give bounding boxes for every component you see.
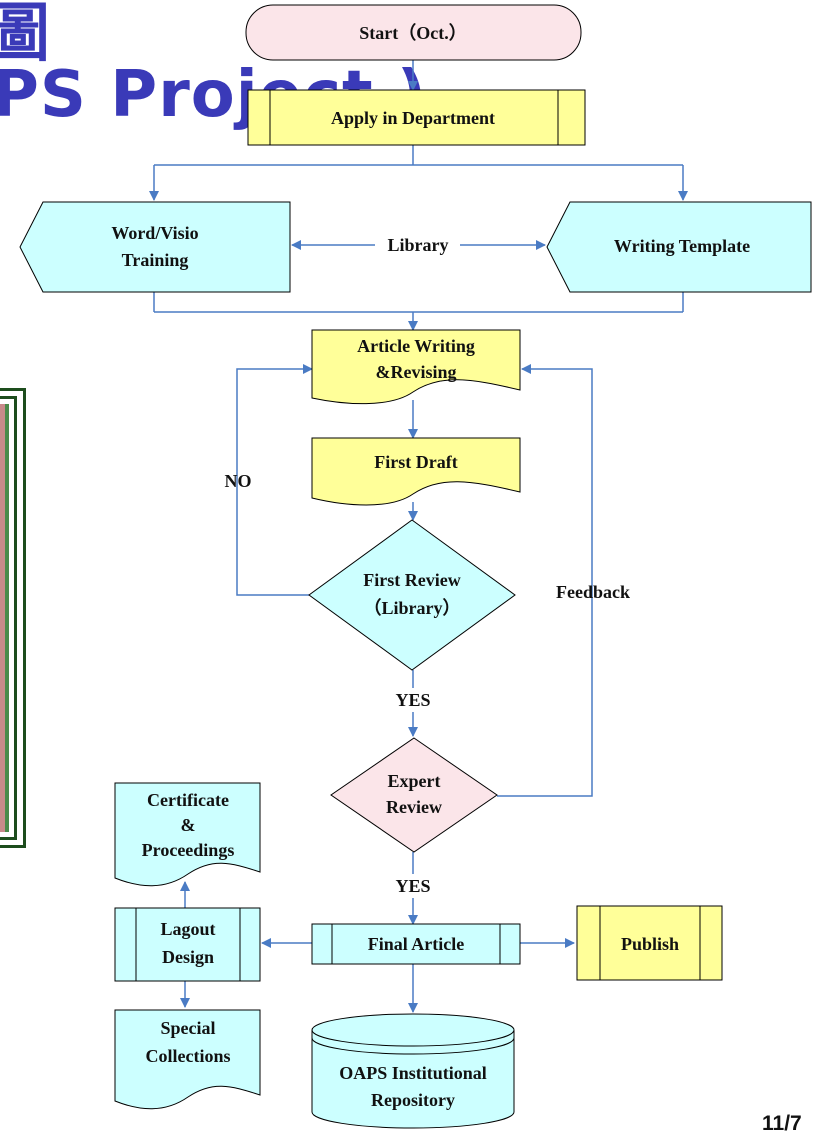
publish-label: Publish [621, 934, 679, 954]
apply-node: Apply in Department [247, 89, 586, 146]
feedback-label: Feedback [556, 582, 630, 602]
writing-node: Article Writing &Revising [311, 329, 521, 405]
final-label: Final Article [368, 934, 464, 954]
apply-label: Apply in Department [331, 108, 495, 128]
publish-node: Publish [576, 905, 723, 981]
special-node: Special Collections [114, 1009, 261, 1110]
repository-node: OAPS Institutional Repository [311, 1013, 515, 1129]
draft-label: First Draft [374, 452, 457, 472]
library-label: Library [388, 235, 449, 255]
special-label-line2: Collections [146, 1046, 231, 1066]
expert-label-line1: Expert [388, 771, 441, 791]
connectors [149, 60, 688, 1013]
decorative-frame-fill [0, 404, 9, 832]
connector-feedback-loop [497, 364, 593, 797]
writing-label-line1: Article Writing [357, 336, 475, 356]
certificate-label-line3: Proceedings [142, 840, 235, 860]
template-label: Writing Template [614, 236, 750, 256]
slide-title-char: 圖 [0, 0, 50, 71]
layout-label-line1: Lagout [160, 919, 215, 939]
expert-decision-node: Expert Review [330, 737, 498, 853]
special-label-line1: Special [160, 1018, 215, 1038]
review-label-line1: First Review [363, 570, 460, 590]
draft-node: First Draft [311, 437, 521, 506]
connector-no-loop [236, 364, 313, 596]
no-label: NO [225, 471, 252, 491]
start-label: Start（Oct.） [359, 23, 466, 43]
template-node: Writing Template [546, 201, 812, 293]
writing-label-line2: &Revising [376, 362, 457, 382]
expert-label-line2: Review [386, 797, 442, 817]
final-node: Final Article [311, 923, 521, 965]
repository-label-line2: Repository [371, 1090, 455, 1110]
training-node: Word/Visio Training [19, 201, 291, 293]
layout-node: Lagout Design [114, 907, 261, 982]
yes-label-review: YES [395, 690, 430, 710]
layout-label-line2: Design [162, 947, 214, 967]
training-label-line1: Word/Visio [111, 223, 198, 243]
review-decision-node: First Review （Library） [308, 519, 516, 671]
page-number: 11/7 [762, 1112, 802, 1135]
training-label-line2: Training [122, 250, 189, 270]
start-node: Start（Oct.） [245, 4, 582, 61]
certificate-label-line2: & [181, 815, 196, 835]
certificate-node: Certificate & Proceedings [114, 782, 261, 887]
certificate-label-line1: Certificate [147, 790, 229, 810]
review-label-line2: （Library） [364, 598, 461, 618]
yes-label-expert: YES [395, 876, 430, 896]
repository-label-line1: OAPS Institutional [339, 1063, 487, 1083]
